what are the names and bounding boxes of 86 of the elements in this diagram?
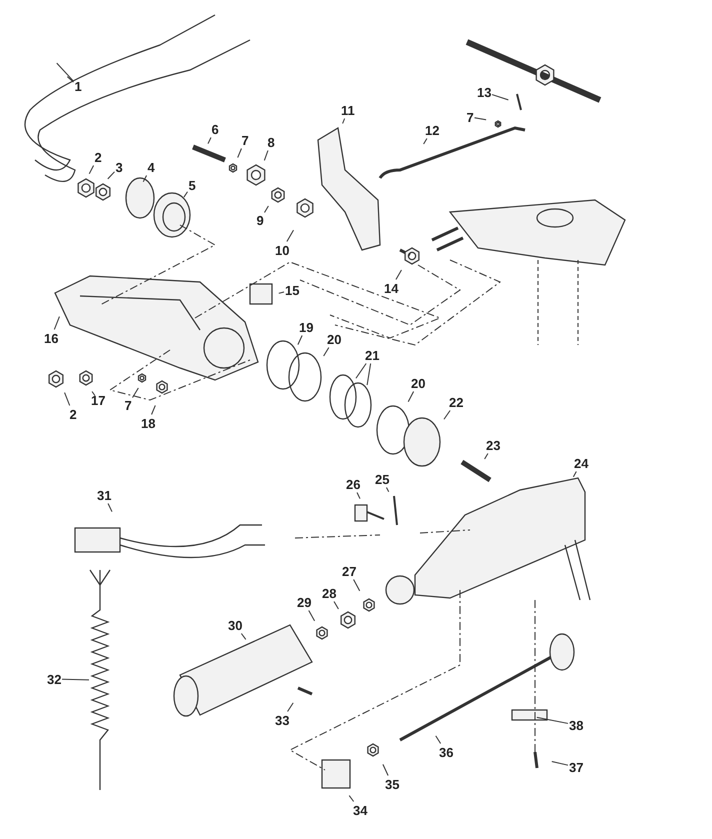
callout-number: 14 xyxy=(384,280,398,296)
leader-line xyxy=(66,76,74,83)
leader-line xyxy=(287,702,294,712)
leader-line xyxy=(348,795,354,802)
callout-number: 5 xyxy=(188,178,196,192)
callout-number: 23 xyxy=(486,438,500,452)
callout-number: 37 xyxy=(569,760,584,774)
leader-line xyxy=(484,453,488,460)
leader-line xyxy=(572,471,577,478)
leader-line xyxy=(551,761,568,766)
callout-number: 19 xyxy=(299,320,314,334)
callout-number: 2 xyxy=(70,406,77,422)
leader-line xyxy=(151,404,156,415)
leader-line xyxy=(286,230,294,242)
callout-number: 3 xyxy=(116,160,123,174)
callout-number: 1 xyxy=(74,78,82,94)
leader-line xyxy=(323,347,330,357)
callout-number: 27 xyxy=(342,564,356,578)
leader-line xyxy=(366,363,372,386)
callout-number: 15 xyxy=(285,282,300,298)
callout-number: 17 xyxy=(91,392,106,408)
leader-line xyxy=(107,171,115,180)
leader-line xyxy=(132,387,139,398)
leader-line xyxy=(297,335,303,346)
callout-number: 13 xyxy=(477,84,492,100)
leader-line xyxy=(356,492,360,500)
leader-line xyxy=(474,117,487,120)
leader-line xyxy=(355,363,367,379)
leader-line xyxy=(353,579,360,592)
callout-number: 34 xyxy=(353,802,368,818)
leader-line xyxy=(108,503,112,512)
callout-number: 36 xyxy=(439,744,454,760)
leader-line xyxy=(264,206,269,213)
callout-number: 32 xyxy=(47,672,62,686)
leader-line xyxy=(56,62,74,82)
leader-line xyxy=(386,487,390,492)
callout-number: 11 xyxy=(341,102,355,118)
leader-line xyxy=(444,410,451,420)
leader-line xyxy=(92,391,96,396)
callout-number: 7 xyxy=(466,110,474,124)
callout-number: 28 xyxy=(322,586,336,600)
callout-number: 20 xyxy=(411,376,426,390)
callout-number: 7 xyxy=(242,132,249,148)
callout-number: 33 xyxy=(275,712,290,728)
callout-number: 8 xyxy=(268,134,275,150)
callout-number: 24 xyxy=(574,456,588,470)
callout-number: 12 xyxy=(425,122,440,138)
leader-line xyxy=(62,678,90,680)
leader-line xyxy=(64,392,70,406)
leader-line xyxy=(492,94,509,100)
callout-number: 29 xyxy=(297,594,312,610)
callout-number: 30 xyxy=(228,618,242,632)
leader-line xyxy=(395,270,402,280)
callout-number: 38 xyxy=(569,718,584,732)
leader-line xyxy=(408,391,414,402)
leader-line xyxy=(334,601,339,610)
callout-number: 26 xyxy=(346,476,360,492)
leader-line xyxy=(308,610,316,622)
callout-number: 4 xyxy=(148,160,155,174)
leader-line xyxy=(278,292,284,294)
callout-number: 18 xyxy=(141,416,156,430)
callout-number: 21 xyxy=(365,348,380,362)
leader-line xyxy=(237,148,242,158)
leader-line xyxy=(435,735,442,744)
leader-line xyxy=(423,138,428,144)
callout-number: 7 xyxy=(124,398,132,412)
leader-line xyxy=(342,118,346,124)
callout-number: 6 xyxy=(212,122,219,136)
leader-line xyxy=(382,764,389,776)
leader-line xyxy=(264,150,268,161)
callout-number: 25 xyxy=(375,472,390,486)
callout-number: 20 xyxy=(327,332,342,346)
leader-line xyxy=(240,633,246,640)
leader-line xyxy=(54,316,60,330)
callout-number: 2 xyxy=(94,150,102,164)
callout-number: 22 xyxy=(449,394,464,410)
callout-number: 16 xyxy=(44,330,58,346)
leader-line xyxy=(208,137,212,144)
leader-line xyxy=(142,175,148,182)
callout-number: 9 xyxy=(256,212,264,228)
callout-number: 31 xyxy=(97,488,112,502)
leader-line xyxy=(183,191,188,198)
leader-line xyxy=(88,165,94,174)
callout-number: 10 xyxy=(275,242,290,258)
leader-line xyxy=(536,716,568,724)
callout-number: 35 xyxy=(385,776,400,792)
